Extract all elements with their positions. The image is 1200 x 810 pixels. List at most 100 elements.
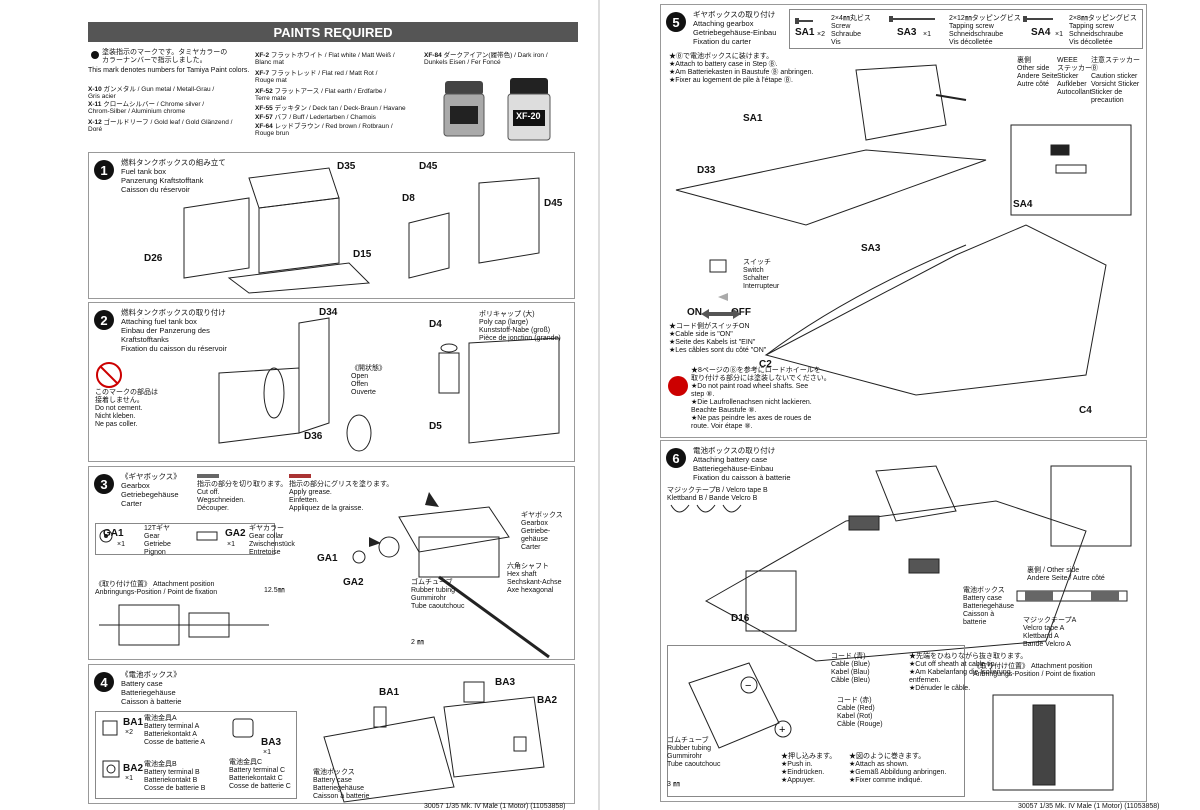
ga1-desc: 12Tギヤ Gear Getriebe Pignon: [144, 525, 171, 556]
step-1-number: 1: [94, 160, 114, 180]
label-c4: C4: [1079, 405, 1092, 416]
cable-red-label: コード (赤) Cable (Red) Kabel (Rot) Câble (R…: [837, 697, 883, 728]
part-label-D45b: D45: [544, 198, 563, 209]
step-1-title: 燃料タンクボックスの組み立て Fuel tank box Panzerung K…: [121, 158, 226, 194]
ba1-desc: 電池金具A Battery terminal A Batteriekontakt…: [144, 715, 206, 746]
step-5-panel: 5 ギヤボックスの取り付け Attaching gearbox Getriebe…: [660, 4, 1147, 438]
step-1-diagram: [183, 167, 540, 294]
cutter-icon: [197, 474, 219, 478]
label-sa4: SA4: [1013, 199, 1033, 210]
label-sa3: SA3: [861, 243, 881, 254]
attachment-position-6: 《取り付け位置》 Attachment position Anbringungs…: [973, 663, 1096, 678]
attachment-position-label: 《取り付け位置》 Attachment position Anbringungs…: [95, 581, 218, 596]
step-6-number: 6: [666, 448, 686, 468]
notice-icon: [668, 376, 688, 396]
paint-jars-illustration: [443, 78, 551, 141]
gear-collar-icon: [196, 531, 218, 541]
sa1-qty: ×2: [817, 31, 825, 38]
left-page: PAINTS REQUIRED 塗装指示のマークです。タミヤカラーの カラーナン…: [88, 22, 578, 810]
dim-12-5mm: 12.5㎜: [264, 587, 285, 594]
paint-row-xf57: XF-57 バフ / Buff / Ledertarben / Chamois: [255, 114, 376, 121]
no-cement-note: このマークの部品は 接着しません。 Do not cement. Nicht k…: [95, 389, 158, 428]
gearbox-label: ギヤボックス Gearbox Getriebe- gehäuse Carter: [521, 512, 563, 551]
label-ba1: BA1: [379, 687, 400, 698]
part-label-D36: D36: [304, 431, 323, 442]
hex-shaft-label: 六角シャフト Hex shaft Sechskant-Achse Axe hex…: [507, 563, 562, 594]
part-label-D34: D34: [319, 307, 338, 318]
step-3-panel: 3 《ギヤボックス》 Gearbox Getriebegehäuse Carte…: [88, 466, 575, 660]
push-in-note: ★押し込みます。 ★Push in. ★Eindrücken. ★Appuyer…: [781, 753, 837, 784]
step-3-title: 《ギヤボックス》 Gearbox Getriebegehäuse Carter: [121, 472, 181, 508]
paint-note-en: This mark denotes numbers for Tamiya Pai…: [88, 67, 250, 74]
label-sa1: SA1: [743, 113, 763, 124]
ba1-code: BA1: [123, 717, 144, 728]
ba1-qty: ×2: [125, 729, 133, 736]
screw-sa3-icon: [889, 16, 935, 22]
cable-blue-label: コード (青) Cable (Blue) Kabel (Blau) Câble …: [831, 653, 870, 684]
battery-case-diagram: [323, 681, 545, 803]
part-label-D45a: D45: [419, 161, 438, 172]
jar-label: XF-20: [516, 111, 541, 121]
part-label-D26: D26: [144, 253, 163, 264]
right-page: 5 ギヤボックスの取り付け Attaching gearbox Getriebe…: [600, 0, 1200, 810]
weee-sticker-label: WEEE ステッカー Sticker Aufkleber Autocollant: [1057, 57, 1092, 96]
dim-3mm: 3 ㎜: [667, 781, 680, 788]
switch-label: スイッチ Switch Schalter Interrupteur: [743, 259, 780, 290]
label-ga2: GA2: [343, 577, 364, 588]
paint-row-xf7: XF-7 フラットレッド / Flat red / Matt Rot / Rou…: [255, 70, 378, 84]
velcro-strip-icon: [670, 504, 742, 513]
ba3-code: BA3: [261, 737, 282, 748]
sa4-desc: 2×8㎜タッピングビス Tapping screw Schneidschraub…: [1069, 15, 1137, 46]
paint-row-xf55: XF-55 デッキタン / Deck tan / Deck-Braun / Ha…: [255, 105, 406, 112]
label-ba3: BA3: [495, 677, 516, 688]
ba2-desc: 電池金具B Battery terminal B Batteriekontakt…: [144, 761, 206, 792]
sa4-qty: ×1: [1055, 31, 1063, 38]
open-state-label: 《開状態》 Open Offen Ouverte: [351, 365, 386, 396]
no-cement-icon: [96, 362, 122, 388]
ga2-code: GA2: [225, 528, 246, 539]
part-label-D5: D5: [429, 421, 442, 432]
step-6-diagram: [704, 465, 1132, 662]
paint-row-xf2: XF-2 フラットホワイト / Flat white / Matt Weiß /…: [255, 52, 395, 66]
dim-2mm: 2 ㎜: [411, 639, 424, 646]
svg-text:+: +: [779, 724, 785, 736]
attach-as-shown-note: ★図のように巻きます。 ★Attach as shown. ★Gemäß Abb…: [849, 753, 947, 784]
step-2-diagram: [218, 317, 560, 452]
part-label-D15: D15: [353, 249, 372, 260]
battery-case-detail: − +: [688, 662, 792, 749]
rubber-tube-label-6: ゴムチューブ Rubber tubing Gummirohr Tube caou…: [667, 737, 721, 768]
step-2-title: 燃料タンクボックスの取り付け Attaching fuel tank box E…: [121, 308, 227, 353]
cut-sheath-note: ★先端をひねりながら抜き取ります。 ★Cut off sheath at cab…: [909, 653, 1028, 692]
paint-mark-icon: [91, 51, 99, 59]
ga2-desc: ギヤカラー Gear collar Zwischenstück Entretoi…: [249, 525, 295, 556]
sa1-code: SA1: [795, 27, 815, 38]
battery-terminal-a-icon: [102, 720, 118, 736]
battery-terminal-c-icon: [232, 718, 254, 738]
screws-bag: [789, 9, 1143, 49]
step-4-title: 《電池ボックス》 Battery case Batteriegehäuse Ca…: [121, 670, 182, 706]
part-label-D4: D4: [429, 319, 442, 330]
ba3-desc: 電池金具C Battery terminal C Batteriekontakt…: [229, 759, 291, 790]
step-3-number: 3: [94, 474, 114, 494]
step-6-title: 電池ボックスの取り付け Attaching battery case Batte…: [693, 446, 791, 482]
step-4-number: 4: [94, 672, 114, 692]
step-2-number: 2: [94, 310, 114, 330]
parts-bag-ga: [95, 523, 275, 555]
part-label-D8: D8: [402, 193, 415, 204]
cable-detail-box: [667, 645, 965, 797]
on-label: ON: [687, 307, 702, 318]
grease-icon: [289, 474, 311, 478]
attachment-detail-6: [992, 694, 1114, 791]
ga1-code: GA1: [103, 528, 124, 539]
screw-sa1-icon: [795, 18, 813, 24]
label-d33: D33: [697, 165, 716, 176]
velcro-a-label: マジックテープA Velcro tape A Klettband A Bande…: [1023, 617, 1077, 648]
sa4-code: SA4: [1031, 27, 1051, 38]
paint-row-x12: X-12 ゴールドリーフ / Gold leaf / Gold Glänzend…: [88, 119, 233, 133]
gearbox-diagram: [352, 492, 550, 659]
step-1-panel: 1 燃料タンクボックスの組み立て Fuel tank box Panzerung…: [88, 152, 575, 299]
notice-text: ★8ページの⑧を参考にロードホイールを 取り付ける部分には塗装しないでください。…: [691, 367, 831, 430]
sa3-qty: ×1: [923, 31, 931, 38]
paint-row-xf52: XF-52 フラットアース / Flat earth / Erdfarbe / …: [255, 88, 387, 102]
parts-bag-ba: [95, 711, 297, 799]
